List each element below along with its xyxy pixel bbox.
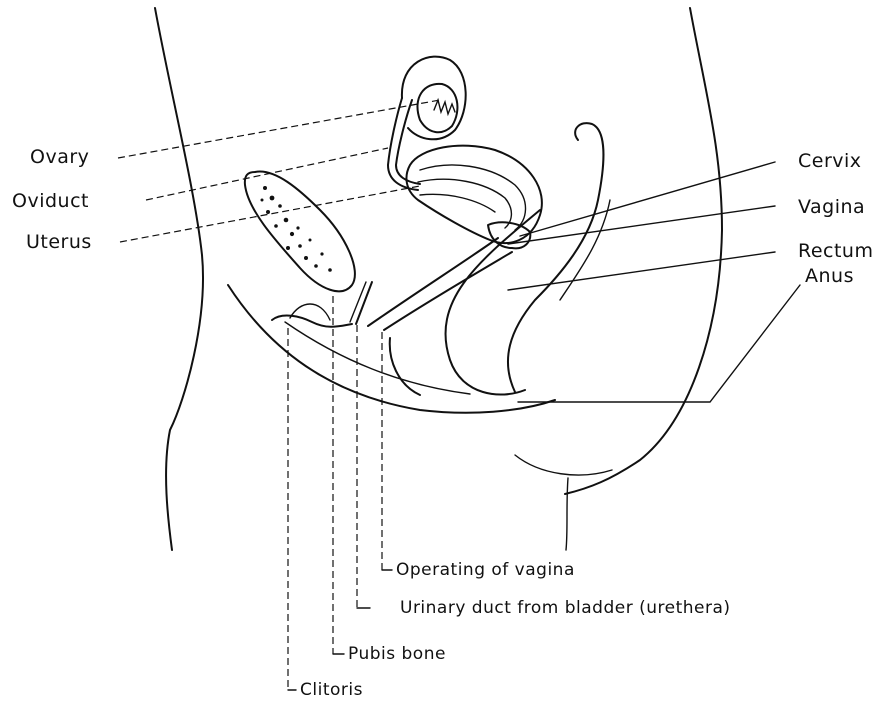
label-anus: Anus [805, 267, 854, 286]
vagina-upper [368, 238, 498, 326]
label-urinary-duct: Urinary duct from bladder (urethera) [400, 600, 731, 617]
anus-curve [390, 338, 420, 395]
clitoris-shape [272, 316, 352, 327]
label-oviduct: Oviduct [12, 192, 89, 211]
label-pubis-bone: Pubis bone [348, 646, 446, 663]
oviduct-tube [388, 98, 418, 190]
label-clitoris: Clitoris [300, 682, 363, 699]
body-outline-right [565, 8, 722, 494]
label-uterus: Uterus [26, 233, 92, 252]
label-ovary: Ovary [30, 148, 89, 167]
rectum-tube [508, 123, 603, 392]
rectum-inner [560, 200, 610, 300]
leader-anus [518, 285, 800, 402]
perineum-line [285, 322, 470, 394]
ovary-follicle-squiggle [434, 100, 455, 114]
labia-line [290, 304, 330, 320]
leader-ovary [118, 100, 440, 158]
label-vagina: Vagina [798, 198, 865, 217]
pubis-bone [245, 172, 355, 292]
pubis-bone-stipple [261, 186, 332, 272]
label-cervix: Cervix [798, 152, 862, 171]
leader-vagina [508, 206, 775, 244]
body-outline-left [155, 8, 203, 550]
leader-cervix [520, 162, 775, 236]
uterus-wall-2 [418, 179, 511, 228]
ovary-inner [417, 84, 457, 132]
leader-rectum [508, 252, 775, 290]
label-rectum: Rectum [798, 242, 873, 261]
buttock-curve [515, 455, 612, 475]
label-opening-of-vagina: Operating of vagina [396, 562, 575, 579]
thigh-line [566, 478, 568, 550]
leader-oviduct [146, 148, 388, 200]
